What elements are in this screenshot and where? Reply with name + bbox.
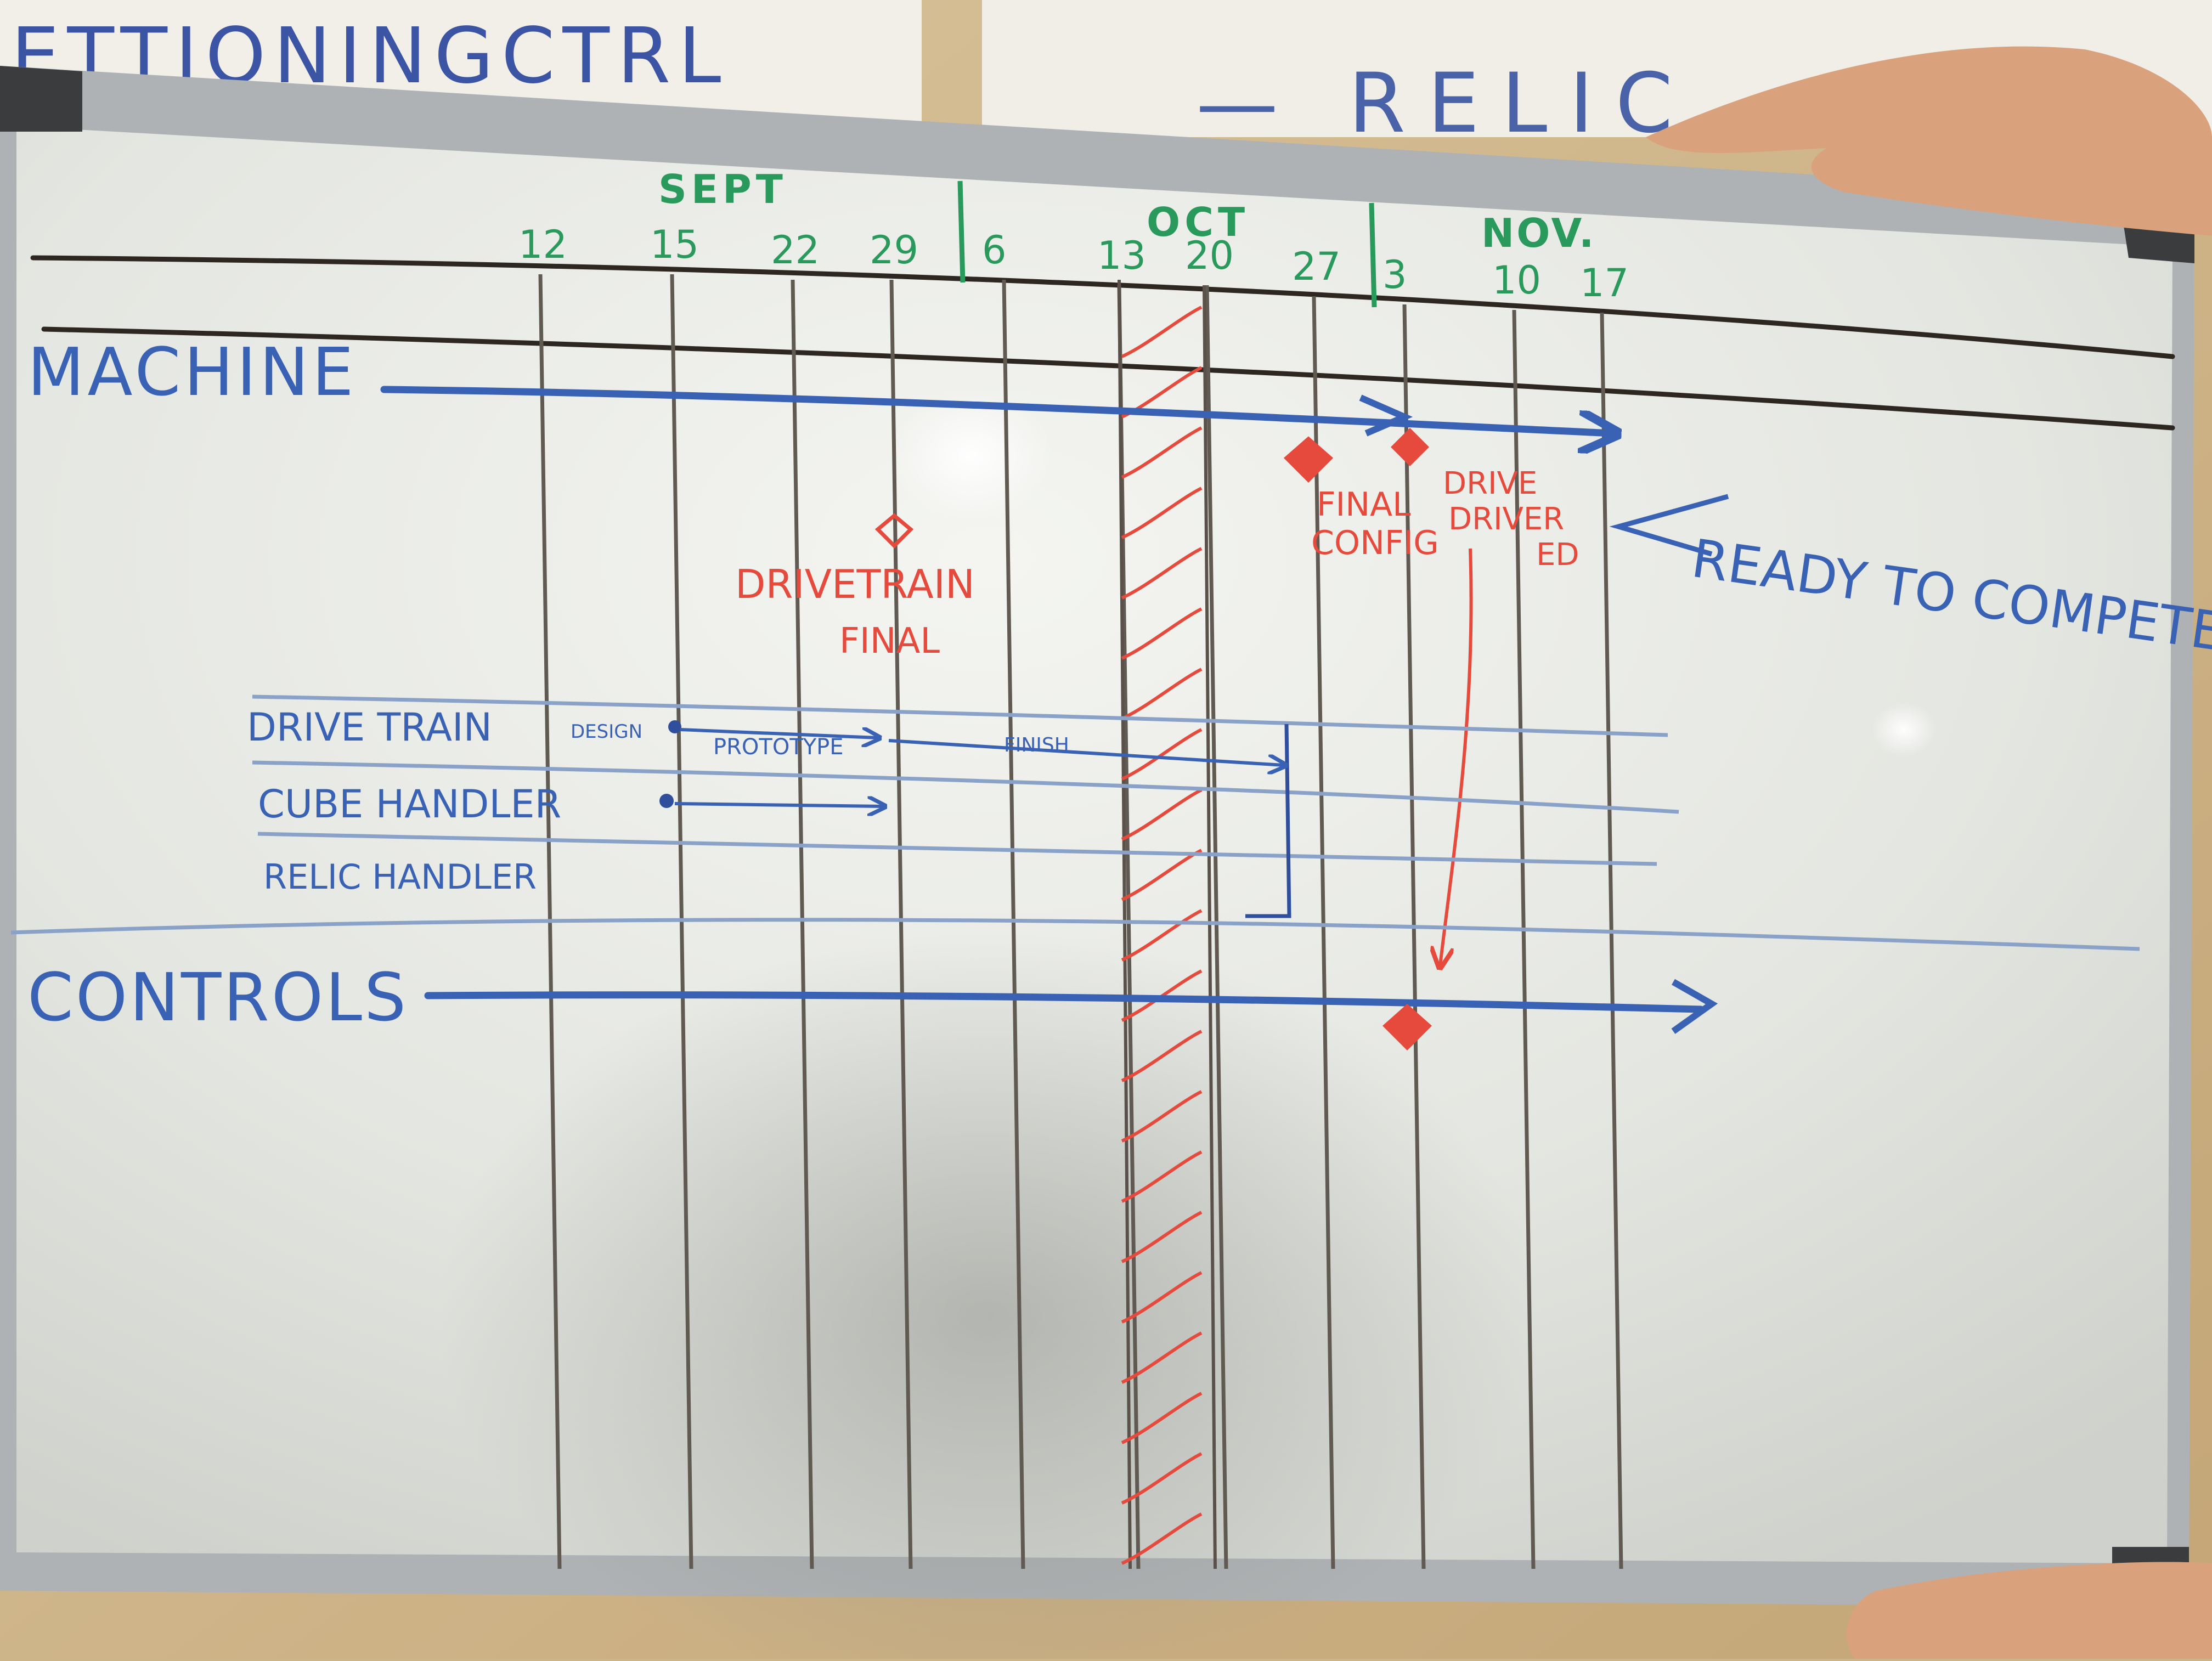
paper-sheet-right-text: — RELIC bbox=[1196, 56, 1695, 151]
drive-train-phase-prototype: PROTOTYPE bbox=[713, 735, 844, 760]
hatch-stroke bbox=[1121, 607, 1203, 660]
milestone-team-drive-line3: ED bbox=[1536, 537, 1579, 573]
hatch-stroke bbox=[1121, 909, 1203, 962]
week-grid bbox=[538, 274, 1623, 1569]
milestone-final-config: FINAL CONFIG bbox=[1283, 436, 1439, 562]
milestone-diamond-icon bbox=[1391, 428, 1429, 466]
month-divider-oct-nov bbox=[1369, 202, 1377, 308]
light-glare-right bbox=[1871, 702, 1937, 757]
hatch-stroke bbox=[1121, 728, 1203, 781]
hatch-stroke bbox=[1121, 668, 1203, 720]
timeline-lines bbox=[30, 255, 2175, 431]
milestone-drivetrain-final: DRIVETRAIN FINAL bbox=[735, 513, 975, 662]
milestone-drivetrain-final-line1: DRIVETRAIN bbox=[735, 561, 975, 607]
milestone-drivetrain-final-line2: FINAL bbox=[839, 621, 940, 662]
timeline-mid-line bbox=[41, 326, 2175, 431]
drive-train-bracket bbox=[1245, 724, 1291, 918]
lane-line bbox=[252, 694, 1668, 737]
lane-line bbox=[252, 760, 1679, 814]
week-grid-line bbox=[1512, 309, 1536, 1569]
hand-bottom-right bbox=[1846, 1562, 2212, 1659]
week-label: 12 bbox=[518, 222, 567, 267]
machine-arrow-start-head bbox=[1359, 394, 1413, 437]
drive-train-start-dot bbox=[668, 720, 681, 733]
cube-handler-arrow bbox=[674, 804, 883, 806]
hatch-stroke bbox=[1121, 1512, 1203, 1565]
hatch-stroke bbox=[1121, 547, 1203, 600]
phase-arrow-finish bbox=[888, 739, 1284, 765]
subsystem-lanes bbox=[10, 694, 2140, 951]
hatch-stroke bbox=[1121, 1452, 1203, 1505]
month-label-nov: NOV. bbox=[1481, 210, 1596, 256]
milestone-team-drive-line2: DRIVER bbox=[1448, 501, 1564, 537]
month-label-sept: SEPT bbox=[658, 166, 787, 212]
month-divider-sept-oct bbox=[957, 180, 966, 283]
hatch-stroke bbox=[1121, 1271, 1203, 1324]
milestone-diamond-icon bbox=[874, 513, 914, 549]
hatch-stroke bbox=[1121, 1030, 1203, 1082]
row-label-machine: MACHINE bbox=[27, 335, 357, 411]
month-header: SEPT OCT NOV. bbox=[658, 166, 1596, 308]
week-label: 20 bbox=[1185, 233, 1234, 278]
week-grid-line bbox=[1205, 285, 1228, 1569]
week-grid-line bbox=[1402, 304, 1426, 1569]
milestone-final-config-line2: CONFIG bbox=[1311, 524, 1439, 562]
lane-line bbox=[10, 918, 2140, 951]
hatch-stroke bbox=[1121, 487, 1203, 539]
frame-corner-top-left bbox=[0, 66, 82, 132]
controls-arrow bbox=[424, 991, 1705, 1013]
week-labels: 12 15 22 29 6 13 20 27 3 10 17 bbox=[518, 222, 1629, 306]
machine-arrow bbox=[380, 386, 1613, 433]
hatch-stroke bbox=[1121, 426, 1203, 479]
person-shadow bbox=[439, 933, 1536, 1661]
controls-milestone-diamond-icon bbox=[1383, 1004, 1432, 1050]
week-grid-line bbox=[791, 279, 814, 1569]
week-label: 13 bbox=[1097, 233, 1146, 278]
week-label: 22 bbox=[771, 228, 820, 273]
cube-handler-start-dot bbox=[659, 794, 674, 808]
milestone-diamond-icon bbox=[1283, 436, 1334, 483]
milestone-team-drive: DRIVE DRIVER ED bbox=[1391, 428, 1579, 965]
ready-note-pointer bbox=[1609, 494, 1729, 557]
hatch-zone-edge bbox=[1118, 279, 1217, 1569]
hatch-stroke bbox=[1121, 1211, 1203, 1263]
hatch-stroke bbox=[1121, 1331, 1203, 1384]
hatch-stroke bbox=[1121, 1090, 1203, 1143]
week-label: 3 bbox=[1383, 252, 1407, 297]
hatch-stroke bbox=[1121, 306, 1203, 358]
phase-arrow-prototype bbox=[680, 730, 878, 738]
week-label: 15 bbox=[650, 222, 699, 267]
week-grid-line bbox=[538, 274, 562, 1569]
subsystem-label-cube-handler: CUBE HANDLER bbox=[258, 782, 561, 827]
milestone-final-config-line1: FINAL bbox=[1317, 485, 1411, 524]
week-grid-line bbox=[889, 279, 913, 1569]
hand-top-right bbox=[1646, 46, 2212, 236]
row-label-controls: CONTROLS bbox=[27, 960, 408, 1036]
week-label: 17 bbox=[1580, 261, 1629, 306]
hatch-stroke bbox=[1121, 788, 1203, 841]
lane-line bbox=[257, 832, 1657, 866]
hatch-stroke bbox=[1121, 1392, 1203, 1444]
week-grid-line bbox=[1600, 312, 1623, 1569]
week-label: 27 bbox=[1292, 244, 1341, 289]
milestone-team-drive-line1: DRIVE bbox=[1443, 466, 1537, 501]
team-drive-arrow bbox=[1440, 548, 1473, 965]
week-grid-line bbox=[1002, 279, 1025, 1569]
light-glare bbox=[889, 389, 1053, 521]
drive-train-phase-design: DESIGN bbox=[571, 721, 642, 743]
subsystem-label-relic-handler: RELIC HANDLER bbox=[263, 857, 537, 897]
timeline-top-line bbox=[30, 255, 2175, 359]
controls-arrow-head bbox=[1671, 979, 1718, 1034]
week-grid-line bbox=[670, 274, 693, 1569]
week-label: 6 bbox=[982, 228, 1007, 273]
drive-train-phase-finish: FINISH bbox=[1004, 734, 1069, 756]
week-label: 29 bbox=[870, 228, 918, 273]
month-label-oct: OCT bbox=[1147, 199, 1249, 245]
subsystem-label-drive-train: DRIVE TRAIN bbox=[247, 705, 492, 750]
hatch-stroke bbox=[1121, 1150, 1203, 1203]
week-label: 10 bbox=[1492, 258, 1541, 303]
